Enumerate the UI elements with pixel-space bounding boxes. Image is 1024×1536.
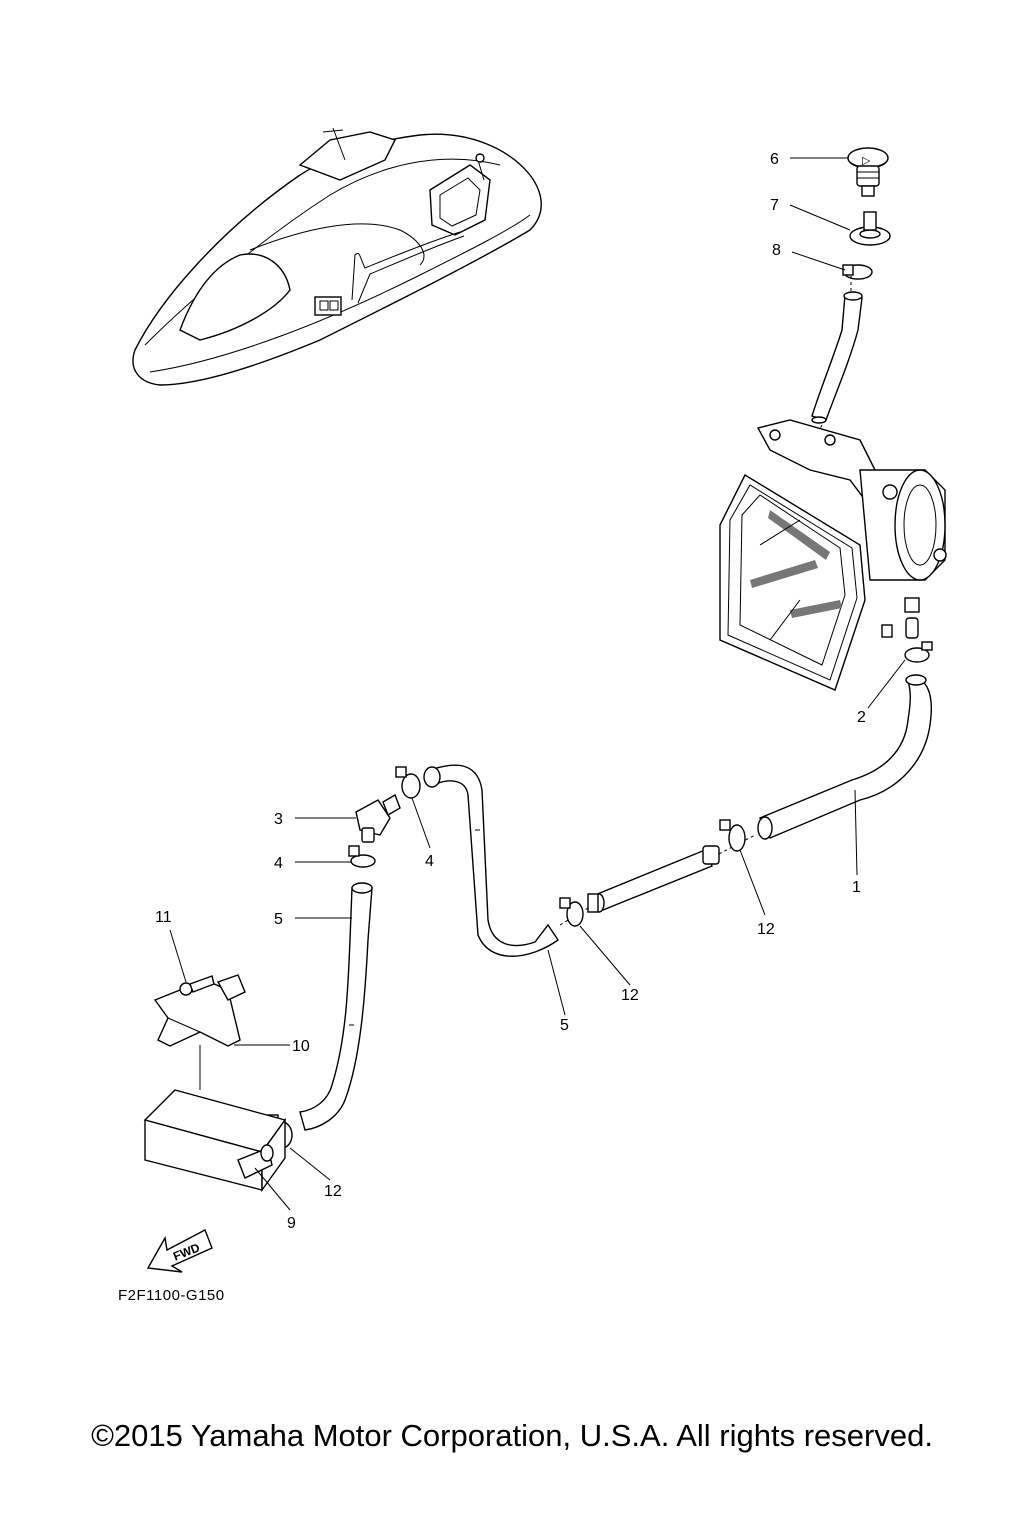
washer (849, 211, 891, 246)
callout-11: 11 (155, 909, 172, 926)
hose-5-left (299, 882, 373, 1131)
callout-2: 2 (857, 709, 866, 726)
callout-6: 6 (770, 151, 779, 168)
leader-lines (169, 157, 906, 1211)
callout-8: 8 (772, 242, 781, 259)
callout-labels: 6 7 8 2 3 4 4 1 12 5 11 12 5 10 12 9 (155, 151, 866, 1232)
hose-clamp-4-lower (348, 845, 376, 868)
vertical-hose-top (811, 276, 863, 441)
callout-3: 3 (274, 811, 283, 828)
hose-1 (757, 674, 932, 840)
elbow-fitting-3 (355, 793, 401, 843)
callout-12-right: 12 (757, 921, 775, 938)
screw-11 (179, 975, 215, 996)
hose-clamp-12-middle (559, 897, 584, 927)
bracket-10 (153, 974, 246, 1047)
callout-12-lower: 12 (324, 1183, 342, 1200)
hose-clamp-2 (904, 641, 933, 663)
pipe-fitting (559, 834, 756, 926)
hose-clamp-top (842, 264, 873, 280)
callout-5-left: 5 (274, 911, 283, 928)
jet-pump-housing (719, 419, 947, 691)
copyright-notice: ©2015 Yamaha Motor Corporation, U.S.A. A… (91, 1418, 933, 1453)
diagram-code: F2F1100-G150 (118, 1287, 225, 1304)
callout-10: 10 (292, 1038, 310, 1055)
callout-1: 1 (852, 879, 861, 896)
svg-text:▷: ▷ (862, 155, 871, 167)
callout-4-upper: 4 (425, 853, 434, 870)
hose-clamp-4-upper (395, 766, 421, 799)
watercraft-overview-illustration (132, 127, 542, 386)
forward-arrow: FWD (146, 1229, 213, 1273)
drain-cap: ▷ (847, 147, 889, 197)
callout-12-middle: 12 (621, 987, 639, 1004)
callout-7: 7 (770, 197, 779, 214)
box-9 (143, 1045, 287, 1193)
callout-5-middle: 5 (560, 1017, 569, 1034)
hose-5-middle (423, 764, 559, 957)
callout-9: 9 (287, 1215, 296, 1232)
callout-4-lower: 4 (274, 855, 283, 872)
hose-clamp-12-right (719, 819, 746, 852)
